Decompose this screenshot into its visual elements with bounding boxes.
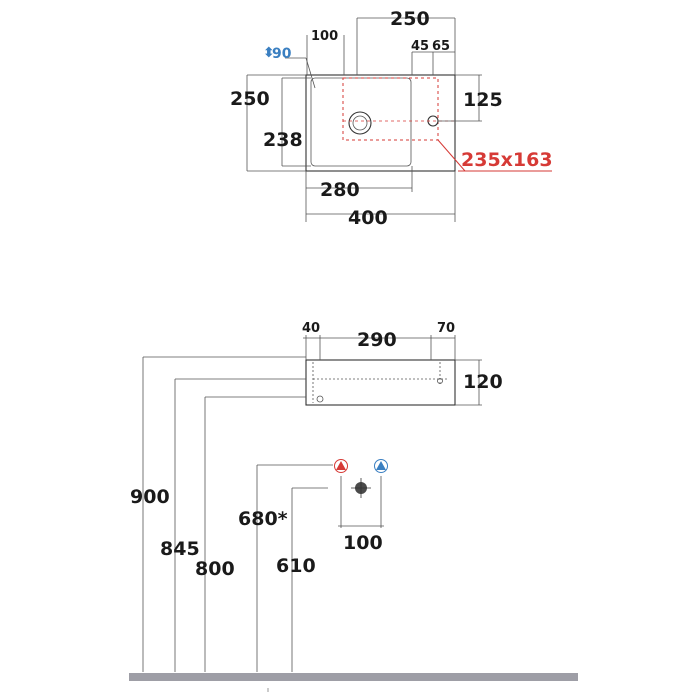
dim-610: 610 bbox=[276, 555, 316, 577]
dim-90-label: ⬍ bbox=[263, 45, 275, 61]
dim-100-taps: 100 bbox=[343, 532, 383, 554]
drain-icon bbox=[351, 478, 371, 498]
bowl-inner-outline bbox=[310, 77, 412, 167]
cutout-leader bbox=[437, 139, 466, 172]
drain-circle bbox=[348, 111, 372, 135]
dim-100-top: 100 bbox=[311, 29, 338, 44]
dim-250-top: 250 bbox=[390, 8, 430, 30]
drain-inner bbox=[352, 115, 368, 131]
dim-800: 800 bbox=[195, 558, 235, 580]
dim-70: 70 bbox=[437, 321, 455, 336]
dim-238: 238 bbox=[263, 129, 303, 151]
dim-290: 290 bbox=[357, 329, 397, 351]
dim-250-left: 250 bbox=[230, 88, 270, 110]
dim-900: 900 bbox=[130, 486, 170, 508]
dim-45: 45 bbox=[411, 39, 429, 54]
hot-water-icon bbox=[334, 459, 348, 473]
dim-400: 400 bbox=[348, 207, 388, 229]
cutout-size-label: 235x163 bbox=[461, 149, 553, 171]
dim-40: 40 bbox=[302, 321, 320, 336]
cutout-outline bbox=[342, 77, 439, 141]
height-dimensions: 900 845 800 680* 610 100 bbox=[130, 356, 388, 672]
basin-top-outline bbox=[305, 74, 456, 172]
top-view: ⬍ 90 100 250 45 65 250 238 125 235x163 2… bbox=[230, 8, 553, 229]
dim-680: 680* bbox=[238, 508, 288, 530]
floor-line bbox=[129, 673, 578, 681]
dim-65: 65 bbox=[432, 39, 450, 54]
cold-water-icon bbox=[374, 459, 388, 473]
dim-90: 90 bbox=[272, 46, 292, 62]
basin-front-outline bbox=[305, 359, 456, 406]
front-view: 40 290 70 120 bbox=[302, 321, 503, 406]
dim-120: 120 bbox=[463, 371, 503, 393]
dim-125: 125 bbox=[463, 89, 503, 111]
dim-280: 280 bbox=[320, 179, 360, 201]
dim-845: 845 bbox=[160, 538, 200, 560]
